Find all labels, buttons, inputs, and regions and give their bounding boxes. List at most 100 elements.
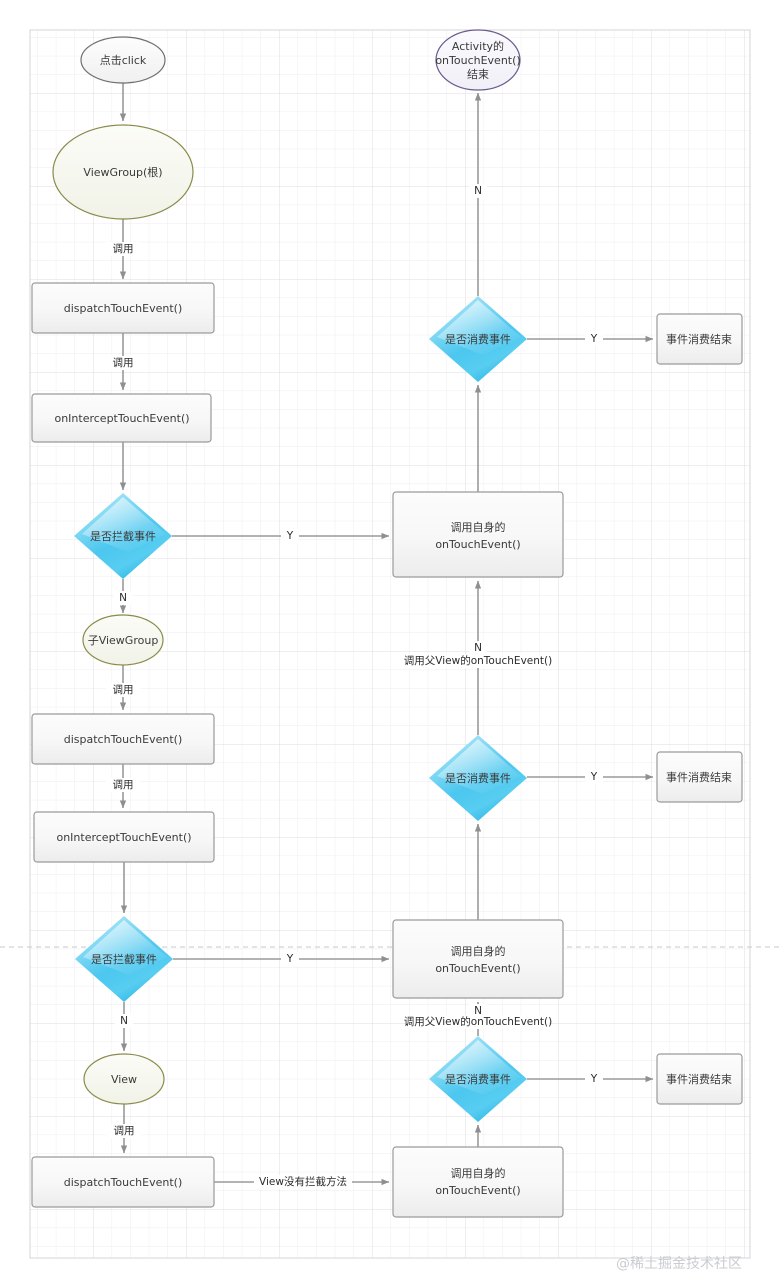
click-start-label: 点击click — [100, 54, 147, 67]
node-click-start[interactable]: 点击click — [80, 36, 166, 84]
label-bg-y2 — [585, 332, 603, 346]
node-activity-end[interactable]: Activity的 onTouchEvent() 结束 — [435, 29, 521, 91]
activity-end-label-line2: onTouchEvent() — [435, 54, 520, 67]
cvg-intercept-decision-label: 是否拦截事件 — [91, 952, 157, 966]
node-vg-intercept[interactable]: onInterceptTouchEvent() — [31, 393, 212, 443]
node-view-consume-decision[interactable]: 是否消费事件 — [429, 1036, 527, 1122]
edge-label-call-3: 调用 — [113, 684, 134, 696]
label-bg-n1 — [114, 591, 132, 605]
node-child-viewgroup[interactable]: 子ViewGroup — [82, 614, 164, 666]
node-cvg-dispatch[interactable]: dispatchTouchEvent() — [31, 713, 215, 765]
edge-label-vg-parent-call: 调用父View的onTouchEvent() — [404, 654, 552, 667]
view-ontouch-label-line2: onTouchEvent() — [435, 1184, 520, 1197]
label-bg-y4 — [281, 952, 299, 966]
node-cvg-intercept[interactable]: onInterceptTouchEvent() — [33, 811, 215, 863]
edge-label-vg-intercept-no: N — [119, 592, 127, 604]
canvas-border — [29, 29, 751, 1259]
cvg-ontouch-label-line1: 调用自身的 — [451, 944, 506, 958]
node-vg-intercept-decision[interactable]: 是否拦截事件 — [74, 493, 172, 579]
activity-end-label-line1: Activity的 — [452, 39, 504, 53]
cvg-dispatch-shape — [31, 713, 215, 765]
activity-end-shape — [435, 29, 521, 91]
node-vg-dispatch[interactable]: dispatchTouchEvent() — [31, 282, 215, 334]
edge-label-cvg-consume-yes: Y — [590, 771, 598, 783]
vg-intercept-shape — [31, 393, 212, 443]
node-vg-consume-end[interactable]: 事件消费结束 — [656, 313, 743, 365]
label-bg-n2 — [469, 184, 487, 198]
cvg-intercept-label: onInterceptTouchEvent() — [56, 831, 191, 844]
label-bg-parent1 — [409, 654, 549, 668]
cvg-consume-decision-label: 是否消费事件 — [445, 771, 511, 785]
node-cvg-ontouch[interactable]: 调用自身的 onTouchEvent() — [392, 919, 564, 999]
label-bg-4 — [106, 778, 140, 792]
edge-label-vg-intercept-yes: Y — [286, 530, 294, 542]
label-bg-n3 — [469, 641, 487, 655]
vg-consume-end-shape — [656, 313, 743, 365]
vg-intercept-decision-highlight — [82, 497, 166, 552]
label-bg-n5 — [469, 1004, 487, 1018]
view-shape — [83, 1053, 165, 1105]
label-bg-y5 — [585, 1072, 603, 1086]
label-bg-noint — [254, 1175, 352, 1189]
cvg-consume-end-shape — [656, 751, 743, 803]
cvg-intercept-shape — [33, 811, 215, 863]
cvg-dispatch-label: dispatchTouchEvent() — [64, 733, 183, 746]
edge-labels-layer: 调用 调用 Y N Y N 调用 N 调用父View的onTouchEvent(… — [106, 184, 603, 1189]
view-ontouch-label-line1: 调用自身的 — [451, 1166, 506, 1180]
edge-label-cvg-intercept-yes: Y — [286, 953, 294, 965]
edge-label-cvg-parent-n: N — [474, 1005, 482, 1017]
activity-end-label-line3: 结束 — [467, 68, 489, 81]
view-label: View — [111, 1073, 137, 1086]
node-cvg-consume-decision[interactable]: 是否消费事件 — [429, 735, 527, 821]
watermark: @稀土掘金技术社区 — [616, 1256, 742, 1272]
label-bg-5 — [107, 1124, 141, 1138]
edge-label-view-consume-yes: Y — [590, 1073, 598, 1085]
node-vg-ontouch[interactable]: 调用自身的 onTouchEvent() — [392, 491, 564, 578]
vg-intercept-decision-label: 是否拦截事件 — [90, 529, 156, 543]
vg-ontouch-shape — [392, 491, 564, 578]
edge-label-call-2: 调用 — [113, 357, 134, 369]
node-view-consume-end[interactable]: 事件消费结束 — [656, 1053, 743, 1105]
label-bg-1 — [106, 242, 140, 256]
node-view-dispatch[interactable]: dispatchTouchEvent() — [31, 1156, 215, 1208]
node-cvg-consume-end[interactable]: 事件消费结束 — [656, 751, 743, 803]
edge-label-vg-consume-yes: Y — [590, 333, 598, 345]
node-view-ontouch[interactable]: 调用自身的 onTouchEvent() — [392, 1146, 564, 1218]
click-start-shape — [80, 36, 166, 84]
view-ontouch-shape — [392, 1146, 564, 1218]
edge-label-call-5: 调用 — [114, 1125, 135, 1137]
edge-label-call-4: 调用 — [113, 779, 134, 791]
label-bg-2 — [106, 356, 140, 370]
label-bg-n4 — [115, 1014, 133, 1028]
node-vg-consume-decision[interactable]: 是否消费事件 — [429, 296, 527, 382]
node-viewgroup-root[interactable]: ViewGroup(根) — [52, 124, 194, 220]
view-consume-end-label: 事件消费结束 — [666, 1072, 732, 1086]
cvg-intercept-decision-highlight — [83, 920, 167, 975]
child-viewgroup-label: 子ViewGroup — [88, 634, 159, 647]
label-bg-y3 — [585, 770, 603, 784]
viewgroup-root-shape — [52, 124, 194, 220]
edge-label-cvg-intercept-no: N — [120, 1015, 128, 1027]
viewgroup-root-label: ViewGroup(根) — [83, 165, 162, 179]
cvg-consume-decision-highlight — [437, 739, 521, 794]
vg-consume-decision-label: 是否消费事件 — [445, 332, 511, 346]
node-view[interactable]: View — [83, 1053, 165, 1105]
label-bg-3 — [106, 683, 140, 697]
cvg-ontouch-shape — [392, 919, 564, 999]
child-viewgroup-shape — [82, 614, 164, 666]
cvg-consume-end-label: 事件消费结束 — [666, 770, 732, 784]
view-consume-end-shape — [656, 1053, 743, 1105]
vg-ontouch-label-line1: 调用自身的 — [451, 520, 506, 534]
label-bg-y1 — [281, 529, 299, 543]
edge-label-vg-consume-no-top: N — [474, 185, 482, 197]
view-dispatch-shape — [31, 1156, 215, 1208]
node-cvg-intercept-decision[interactable]: 是否拦截事件 — [75, 916, 173, 1002]
edge-label-view-no-intercept: View没有拦截方法 — [259, 1175, 347, 1188]
view-consume-decision-label: 是否消费事件 — [445, 1072, 511, 1086]
vg-dispatch-shape — [31, 282, 215, 334]
vg-intercept-label: onInterceptTouchEvent() — [54, 412, 189, 425]
vg-dispatch-label: dispatchTouchEvent() — [64, 302, 183, 315]
label-bg-parent2 — [409, 1015, 549, 1029]
edge-label-cvg-parent-call: 调用父View的onTouchEvent() — [404, 1015, 552, 1028]
